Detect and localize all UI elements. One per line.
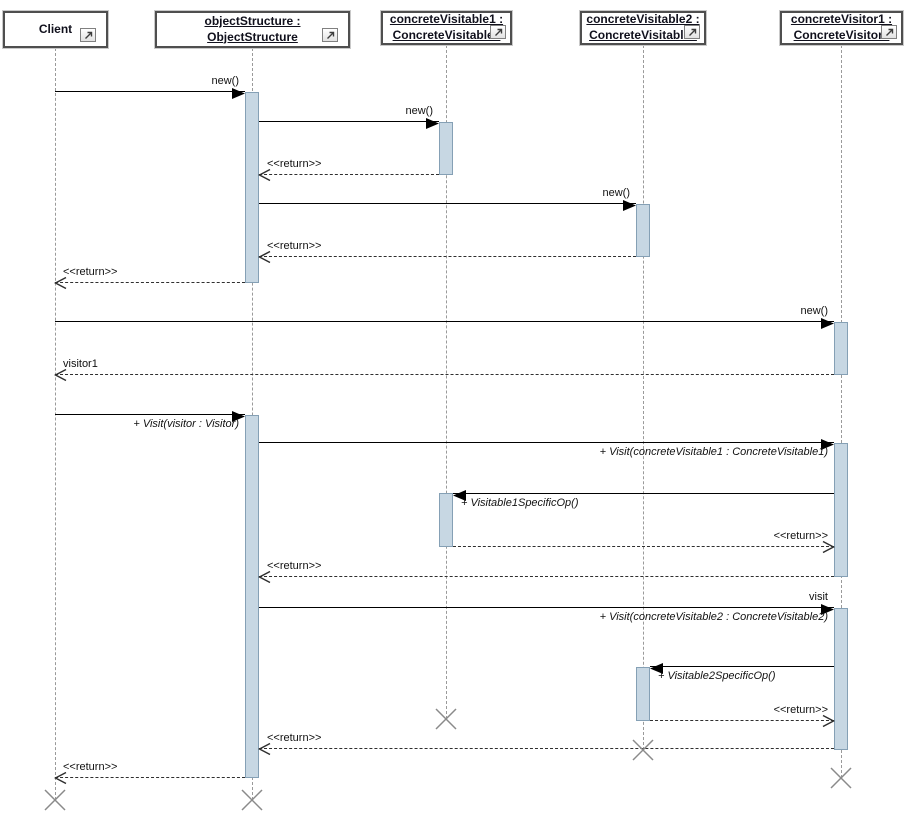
lifeline-head-client[interactable]: Client <box>2 10 109 49</box>
lifeline-title-line: ObjectStructure <box>207 29 298 44</box>
activation-bar-concreteVisitable2[interactable] <box>636 667 650 721</box>
message-label: + Visitable2SpecificOp() <box>658 670 776 682</box>
message-call-line[interactable] <box>55 321 834 322</box>
activation-bar-concreteVisitable2[interactable] <box>636 204 650 257</box>
destroy-x-icon <box>631 738 655 767</box>
message-label: + Visit(concreteVisitable2 : ConcreteVis… <box>599 611 828 623</box>
open-arrowhead-icon <box>257 168 273 187</box>
lifeline-title-line: ConcreteVisitable1 <box>392 28 501 42</box>
filled-arrowhead-icon <box>426 116 439 134</box>
destroy-x-icon <box>434 707 458 736</box>
message-call-line[interactable] <box>453 493 834 494</box>
expand-icon[interactable] <box>684 25 700 39</box>
message-call-line[interactable] <box>259 121 439 122</box>
activation-bar-concreteVisitor1[interactable] <box>834 322 848 375</box>
message-return-line[interactable] <box>55 777 245 778</box>
open-arrowhead-icon <box>257 570 273 589</box>
message-label: + Visit(concreteVisitable1 : ConcreteVis… <box>599 446 828 458</box>
filled-arrowhead-icon <box>821 602 834 620</box>
lifeline-title-line: Client <box>38 21 73 36</box>
message-label: new() <box>211 75 239 87</box>
message-label: <<return>> <box>267 240 322 252</box>
lifeline-title: concreteVisitable2 :ConcreteVisitable2 <box>586 12 699 43</box>
message-return-line[interactable] <box>453 546 834 547</box>
open-arrowhead-icon <box>820 540 836 559</box>
filled-arrowhead-icon <box>821 437 834 455</box>
lifeline-head-concreteVisitor1[interactable]: concreteVisitor1 :ConcreteVisitor1 <box>779 10 904 46</box>
lifeline-head-objectStructure[interactable]: objectStructure :ObjectStructure <box>154 10 351 49</box>
filled-arrowhead-icon <box>232 409 245 427</box>
message-label: new() <box>602 187 630 199</box>
open-arrowhead-icon <box>820 714 836 733</box>
filled-arrowhead-icon <box>623 198 636 216</box>
message-label: <<return>> <box>267 158 322 170</box>
lifeline-title-line: objectStructure : <box>204 13 301 28</box>
message-return-line[interactable] <box>259 748 834 749</box>
open-arrowhead-icon <box>257 250 273 269</box>
activation-bar-objectStructure[interactable] <box>245 415 259 778</box>
filled-arrowhead-icon <box>821 316 834 334</box>
lifeline-concreteVisitor1 <box>840 45 842 778</box>
destroy-x-icon <box>43 788 67 817</box>
activation-bar-concreteVisitable1[interactable] <box>439 122 453 175</box>
expand-icon[interactable] <box>80 28 96 42</box>
lifeline-title-line: ConcreteVisitor1 <box>793 28 890 42</box>
message-label: <<return>> <box>63 266 118 278</box>
open-arrowhead-icon <box>53 276 69 295</box>
open-arrowhead-icon <box>53 771 69 790</box>
lifeline-concreteVisitable2 <box>642 45 644 750</box>
message-call-line[interactable] <box>55 91 245 92</box>
message-label: <<return>> <box>773 704 828 716</box>
message-label: <<return>> <box>267 560 322 572</box>
filled-arrowhead-icon <box>232 86 245 104</box>
activation-bar-concreteVisitor1[interactable] <box>834 443 848 577</box>
message-call-line[interactable] <box>259 607 834 608</box>
message-return-line[interactable] <box>259 256 636 257</box>
lifeline-head-concreteVisitable2[interactable]: concreteVisitable2 :ConcreteVisitable2 <box>579 10 707 46</box>
message-label: <<return>> <box>267 732 322 744</box>
message-label: visitor1 <box>63 358 98 370</box>
lifeline-title-line: concreteVisitable1 : <box>389 12 504 27</box>
message-call-line[interactable] <box>650 666 834 667</box>
lifeline-head-concreteVisitable1[interactable]: concreteVisitable1 :ConcreteVisitable1 <box>380 10 513 46</box>
message-call-line[interactable] <box>259 442 834 443</box>
message-label: <<return>> <box>773 530 828 542</box>
message-return-line[interactable] <box>55 374 834 375</box>
open-arrowhead-icon <box>53 368 69 387</box>
message-return-line[interactable] <box>259 576 834 577</box>
lifeline-title-line: concreteVisitor1 : <box>790 12 893 27</box>
message-return-line[interactable] <box>259 174 439 175</box>
lifeline-title-line: concreteVisitable2 : <box>586 12 700 27</box>
activation-bar-concreteVisitable1[interactable] <box>439 493 453 547</box>
lifeline-title: Client <box>39 22 72 38</box>
message-call-line[interactable] <box>55 414 245 415</box>
message-label-secondary: visit <box>809 591 828 603</box>
filled-arrowhead-icon <box>453 488 466 506</box>
lifeline-title: concreteVisitable1 :ConcreteVisitable1 <box>390 12 503 43</box>
lifeline-title: objectStructure :ObjectStructure <box>204 14 300 45</box>
message-label: new() <box>800 305 828 317</box>
message-label: + Visitable1SpecificOp() <box>461 497 579 509</box>
message-label: + Visit(visitor : Visitor) <box>133 418 239 430</box>
message-call-line[interactable] <box>259 203 636 204</box>
message-label: <<return>> <box>63 761 118 773</box>
open-arrowhead-icon <box>257 742 273 761</box>
lifeline-concreteVisitable1 <box>445 45 447 719</box>
activation-bar-objectStructure[interactable] <box>245 92 259 283</box>
expand-icon[interactable] <box>490 25 506 39</box>
lifeline-title-line: ConcreteVisitable2 <box>589 28 697 42</box>
destroy-x-icon <box>829 766 853 795</box>
message-label: new() <box>405 105 433 117</box>
filled-arrowhead-icon <box>650 661 663 679</box>
message-return-line[interactable] <box>55 282 245 283</box>
activation-bar-concreteVisitor1[interactable] <box>834 608 848 750</box>
expand-icon[interactable] <box>322 28 338 42</box>
expand-icon[interactable] <box>881 25 897 39</box>
destroy-x-icon <box>240 788 264 817</box>
lifeline-client <box>54 48 56 800</box>
lifeline-title: concreteVisitor1 :ConcreteVisitor1 <box>791 12 892 43</box>
message-return-line[interactable] <box>650 720 834 721</box>
